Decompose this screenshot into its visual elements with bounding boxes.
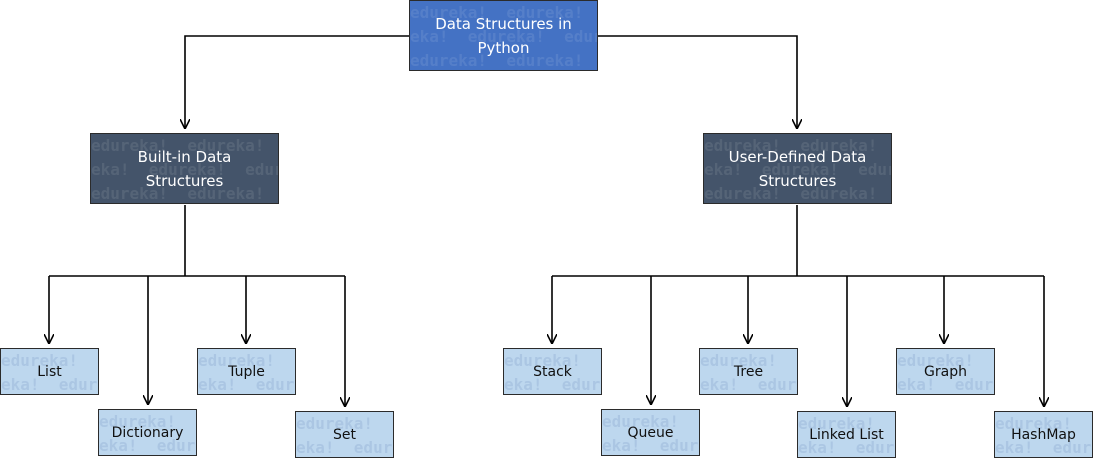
leaf-node-list: edureka! edureka! edureka! edureka! edur… xyxy=(0,348,99,395)
leaf-node-set: edureka! edureka! edureka! edureka! edur… xyxy=(295,411,394,458)
category-label-built-in: Built-in Data Structures xyxy=(137,147,232,190)
leaf-label-graph: Graph xyxy=(924,363,967,380)
category-node-built-in: edureka! edureka! edureka! edureka! edur… xyxy=(90,133,279,204)
leaf-label-tree: Tree xyxy=(733,363,764,380)
leaf-label-hashmap: HashMap xyxy=(1011,426,1076,443)
leaf-node-hashmap: edureka! edureka! edureka! edureka! edur… xyxy=(994,411,1093,458)
leaf-label-list: List xyxy=(37,363,62,380)
connector-root-userdefined xyxy=(598,35,797,128)
category-node-user-defined: edureka! edureka! edureka! edureka! edur… xyxy=(703,133,892,204)
leaf-node-queue: edureka! edureka! edureka! edureka! edur… xyxy=(601,409,700,456)
leaf-label-stack: Stack xyxy=(533,363,572,380)
leaf-label-tuple: Tuple xyxy=(228,363,265,380)
leaf-node-dictionary: edureka! edureka! edureka! edureka! edur… xyxy=(98,409,197,456)
root-label: Data Structures in Python xyxy=(435,14,572,57)
leaf-label-queue: Queue xyxy=(627,424,674,441)
category-label-user-defined: User-Defined Data Structures xyxy=(728,147,867,190)
leaf-label-linked-list: Linked List xyxy=(809,426,884,443)
leaf-label-set: Set xyxy=(333,426,356,443)
connector-root-builtin xyxy=(185,35,410,128)
leaf-node-linked-list: edureka! edureka! edureka! edureka! edur… xyxy=(797,411,896,458)
leaf-node-tuple: edureka! edureka! edureka! edureka! edur… xyxy=(197,348,296,395)
leaf-node-graph: edureka! edureka! edureka! edureka! edur… xyxy=(896,348,995,395)
root-node: edureka! edureka! edureka! edureka! edur… xyxy=(409,0,598,71)
leaf-node-tree: edureka! edureka! edureka! edureka! edur… xyxy=(699,348,798,395)
leaf-node-stack: edureka! edureka! edureka! edureka! edur… xyxy=(503,348,602,395)
leaf-label-dictionary: Dictionary xyxy=(111,424,184,441)
